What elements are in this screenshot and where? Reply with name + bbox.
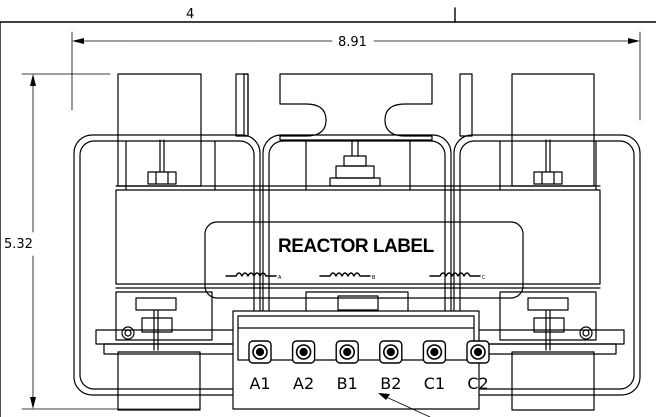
coil-mark-c: C bbox=[482, 275, 486, 281]
core-band bbox=[115, 185, 601, 289]
leader-arrow bbox=[378, 393, 431, 417]
dimension-top-left: 4 bbox=[186, 7, 194, 22]
dimension-lines bbox=[0, 7, 656, 417]
coil-symbols bbox=[225, 272, 481, 277]
dimension-height: 5.32 bbox=[4, 237, 33, 252]
terminal-screw bbox=[422, 340, 447, 364]
terminal-label: A2 bbox=[293, 374, 314, 393]
terminal-screw bbox=[379, 340, 403, 364]
coil-outlines bbox=[73, 134, 641, 396]
upper-brackets bbox=[117, 73, 595, 187]
terminal-screw bbox=[248, 340, 272, 364]
terminal-label: A1 bbox=[249, 374, 270, 393]
nameplate-title: REACTOR LABEL bbox=[278, 236, 435, 257]
terminal-screw bbox=[335, 340, 359, 364]
terminal-label: B2 bbox=[380, 374, 401, 393]
top-bolts bbox=[147, 139, 563, 187]
coil-mark-b: B bbox=[372, 275, 376, 281]
terminal-label: C1 bbox=[424, 374, 445, 393]
terminal-labels: A1 A2 B1 B2 C1 C2 bbox=[249, 374, 488, 393]
terminal-screw bbox=[291, 340, 316, 364]
terminal-label: B1 bbox=[337, 374, 358, 393]
coil-mark-a: A bbox=[278, 275, 282, 281]
dimension-width: 8.91 bbox=[338, 35, 367, 50]
terminal-screws bbox=[248, 340, 490, 364]
terminal-label: C2 bbox=[467, 374, 488, 393]
terminal-screw bbox=[466, 340, 490, 364]
reactor-nameplate bbox=[204, 221, 524, 299]
